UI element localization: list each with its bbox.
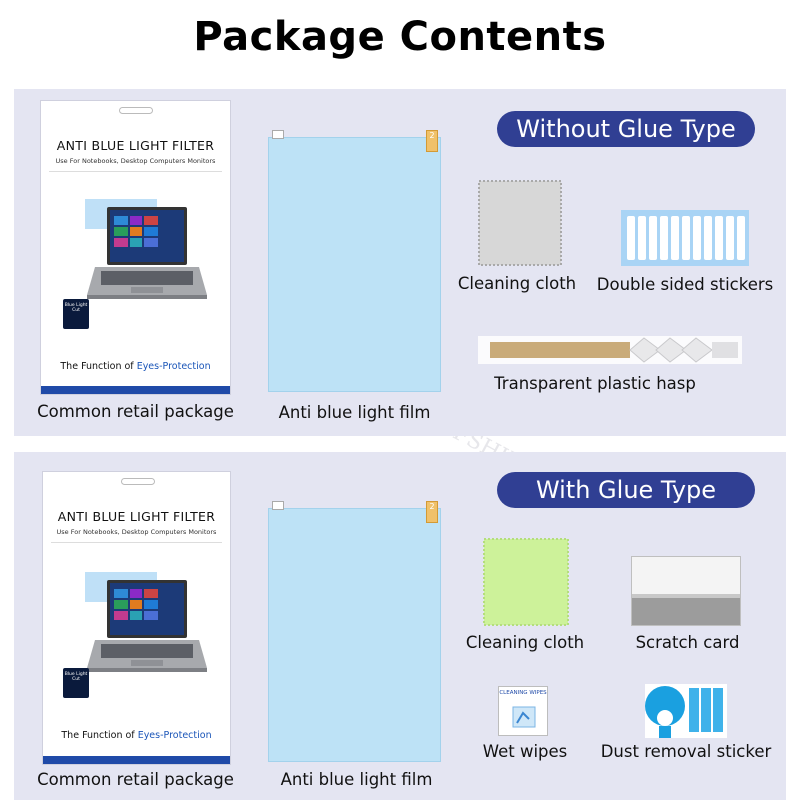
- hasp-caption: Transparent plastic hasp: [494, 374, 696, 393]
- cleaning-cloth-image: [478, 180, 562, 266]
- cleaning-cloth-caption: Cleaning cloth: [457, 274, 577, 293]
- film-tab-left: [272, 130, 284, 139]
- function-prefix: The Function of: [60, 361, 134, 372]
- dust-removal-sticker-image: [645, 684, 727, 738]
- wet-wipes-caption: Wet wipes: [482, 742, 568, 761]
- divider: [49, 171, 222, 172]
- package-subheading: Use For Notebooks, Desktop Computers Mon…: [56, 528, 217, 536]
- without-glue-type-label: Without Glue Type: [497, 111, 755, 147]
- function-prefix: The Function of: [61, 730, 135, 741]
- cleaning-cloth-image: [483, 538, 569, 626]
- scratch-card-caption: Scratch card: [635, 633, 740, 652]
- retail-package-image: ANTI BLUE LIGHT FILTER Use For Notebooks…: [40, 100, 231, 395]
- blue-light-cut-badge: Blue Light Cut: [63, 668, 89, 698]
- hang-hole: [119, 107, 153, 114]
- film-caption: Anti blue light film: [280, 770, 433, 789]
- scratch-card-image: [631, 556, 741, 626]
- film-caption: Anti blue light film: [278, 403, 431, 422]
- transparent-plastic-hasp-image: [478, 336, 742, 364]
- badge-text: Blue Light Cut: [64, 672, 88, 682]
- film-tab-right: 2: [426, 501, 438, 523]
- package-bottom-bar: [43, 756, 230, 764]
- retail-package-image: ANTI BLUE LIGHT FILTER Use For Notebooks…: [42, 471, 231, 765]
- laptop-icon: [85, 572, 207, 672]
- retail-package-caption: Common retail package: [37, 770, 234, 789]
- divider: [51, 542, 222, 543]
- package-function-text: The Function of Eyes-Protection: [43, 730, 230, 741]
- hang-hole: [121, 478, 155, 485]
- with-glue-type-label: With Glue Type: [497, 472, 755, 508]
- film-tab-right: 2: [426, 130, 438, 152]
- wipes-pack-text: CLEANING WIPES: [499, 690, 547, 696]
- dust-removal-sticker-caption: Dust removal sticker: [600, 742, 772, 761]
- page-title: Package Contents: [193, 14, 607, 60]
- package-subheading: Use For Notebooks, Desktop Computers Mon…: [55, 157, 216, 165]
- film-tab-left: [272, 501, 284, 510]
- double-sided-stickers-image: [621, 210, 749, 266]
- package-heading: ANTI BLUE LIGHT FILTER: [56, 138, 215, 153]
- package-function-text: The Function of Eyes-Protection: [41, 361, 230, 372]
- double-sided-stickers-caption: Double sided stickers: [596, 275, 774, 294]
- package-bottom-bar: [41, 386, 230, 394]
- cleaning-cloth-caption: Cleaning cloth: [465, 633, 585, 652]
- function-highlight: Eyes-Protection: [137, 730, 212, 741]
- retail-package-caption: Common retail package: [37, 402, 234, 421]
- wet-wipes-image: CLEANING WIPES: [498, 686, 548, 736]
- hand-wipe-icon: [512, 706, 536, 728]
- anti-blue-light-film-image: 2: [268, 130, 441, 392]
- function-highlight: Eyes-Protection: [136, 361, 211, 372]
- laptop-icon: [85, 199, 207, 299]
- blue-light-cut-badge: Blue Light Cut: [63, 299, 89, 329]
- badge-text: Blue Light Cut: [64, 303, 88, 313]
- anti-blue-light-film-image: 2: [268, 501, 441, 762]
- package-heading: ANTI BLUE LIGHT FILTER: [57, 509, 216, 524]
